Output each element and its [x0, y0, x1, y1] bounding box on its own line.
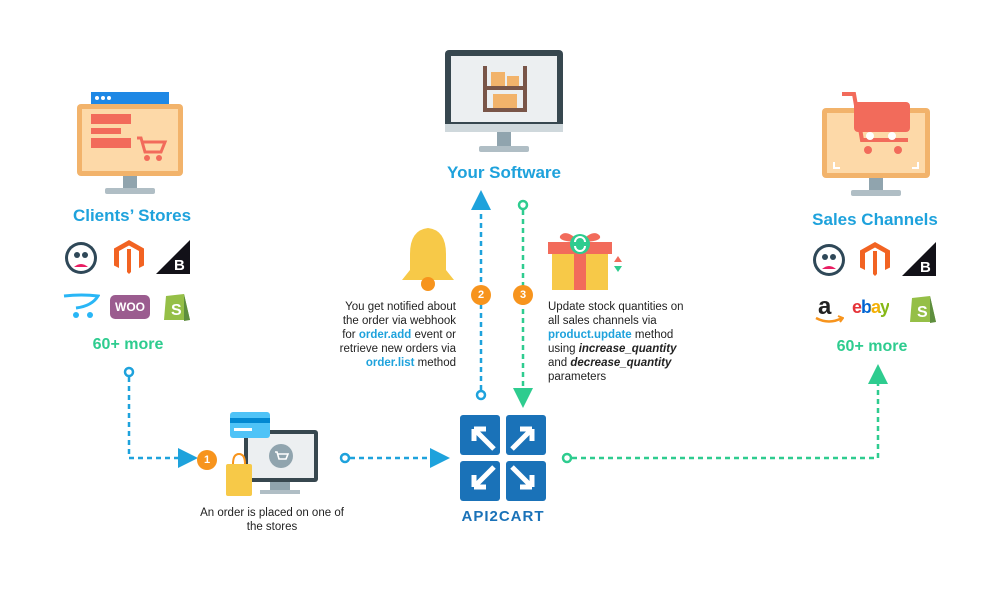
prestashop-icon	[813, 244, 845, 276]
step-3-badge: 3	[513, 285, 533, 305]
magento-icon	[114, 240, 144, 274]
opencart-icon	[63, 293, 100, 318]
line-stores-to-order	[127, 377, 198, 468]
your-software-title: Your Software	[447, 163, 561, 182]
step-1-badge: 1	[197, 450, 217, 470]
step-1-text: An order is placed on one of the stores	[200, 507, 344, 533]
api2cart-label: API2CART	[461, 508, 545, 525]
ebay-wordmark: ebay	[852, 297, 890, 317]
step-3-text: Update stock quantities on all sales cha…	[548, 301, 684, 383]
step-2-text: You get notified about the order via web…	[339, 301, 456, 369]
ebay-icon: ebay	[852, 297, 900, 319]
sales-channels-title: Sales Channels	[812, 210, 938, 229]
bell-icon	[402, 228, 454, 291]
prestashop-icon	[65, 242, 97, 274]
sales-monitor-icon	[822, 92, 930, 196]
svg-text:B: B	[174, 257, 185, 274]
woocommerce-icon: WOO	[110, 295, 150, 319]
step-2-badge: 2	[471, 285, 491, 305]
stores-more-label: 60+ more	[92, 336, 164, 353]
shopify-icon: S	[164, 294, 190, 321]
clients-stores-title: Clients’ Stores	[72, 206, 192, 225]
api2cart-logo-icon	[460, 415, 546, 501]
svg-text:S: S	[171, 302, 182, 319]
magento-icon	[860, 242, 890, 276]
amazon-icon: a	[815, 293, 844, 323]
bigcommerce-icon: B	[156, 240, 190, 274]
shopify-icon: S	[910, 296, 936, 323]
gift-box-icon	[548, 233, 622, 290]
store-monitor-icon	[77, 92, 183, 194]
svg-text:a: a	[818, 293, 832, 320]
channels-more-label: 60+ more	[836, 338, 908, 355]
software-monitor-icon	[445, 50, 563, 152]
line-api-to-channels	[572, 364, 888, 460]
bigcommerce-icon: B	[902, 242, 936, 276]
svg-text:B: B	[920, 259, 931, 276]
svg-text:S: S	[917, 304, 928, 321]
order-laptop-icon	[226, 412, 318, 496]
